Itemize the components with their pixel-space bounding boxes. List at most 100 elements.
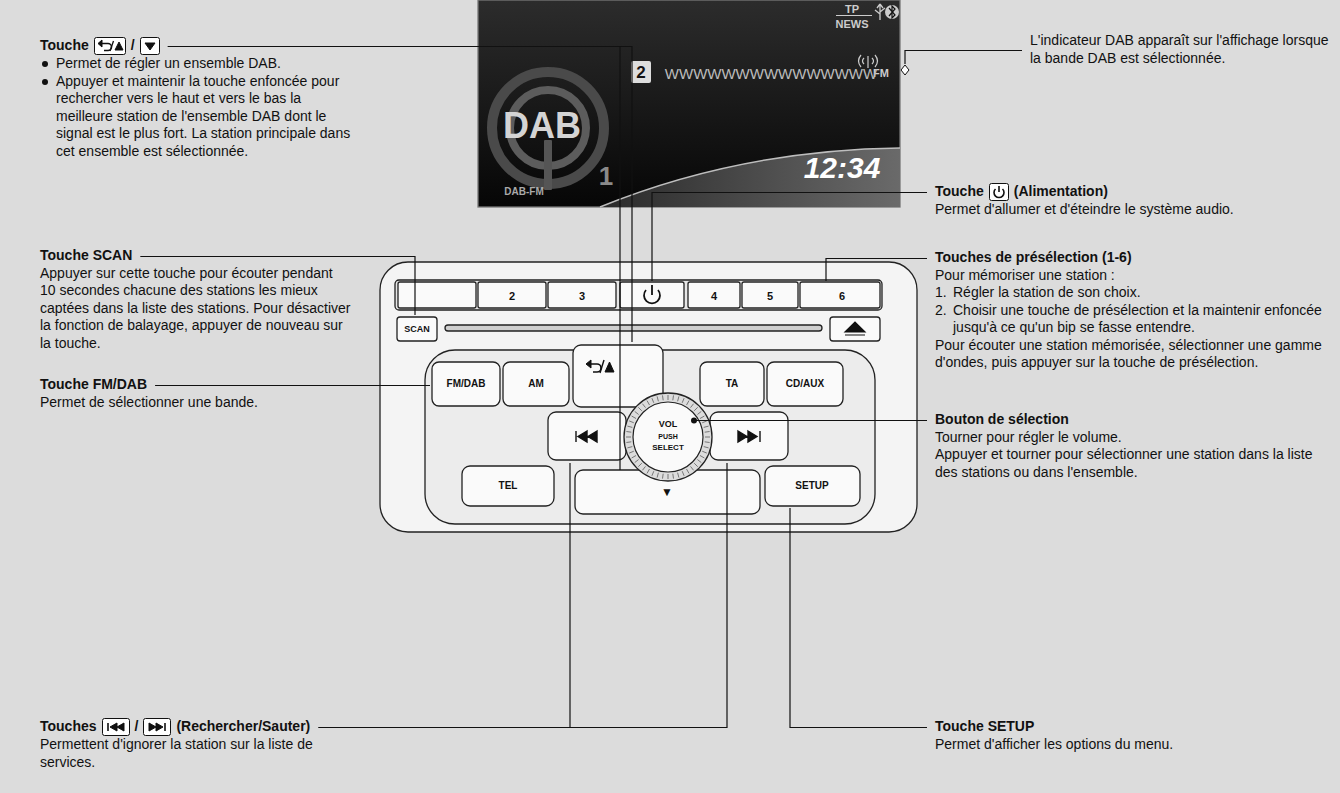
callout: Touche SETUPPermet d'afficher les option… [935, 718, 1330, 753]
dab-icon-mast [544, 140, 552, 190]
step-number: 1. [935, 284, 953, 302]
leader-diamond [901, 65, 909, 75]
preset-button [548, 282, 616, 308]
icon-glyph [145, 43, 155, 50]
icon-glyph [107, 723, 109, 731]
seek-prev-symbol [576, 431, 597, 442]
button-icon [94, 37, 126, 55]
screen-preset-number: 2 [636, 64, 645, 81]
selector-knob [624, 393, 712, 481]
icon-frame [94, 38, 125, 55]
button-label: 6 [839, 291, 845, 302]
cd-slot [445, 325, 822, 331]
callout-heading: / [135, 718, 139, 736]
callout: Touches de présélection (1-6)Pour mémori… [935, 249, 1330, 372]
callout: Touche /Permet de régler un ensemble DAB.… [40, 37, 352, 160]
callout: L'indicateur DAB apparaît sur l'affichag… [1030, 32, 1330, 67]
button-label: FM/DAB [447, 379, 486, 389]
leader-line [619, 47, 620, 471]
bullet-dot [42, 79, 48, 85]
back-arrow-head [586, 360, 591, 368]
callout-heading: (Rechercher/Sauter) [176, 718, 310, 736]
callout-heading: Bouton de sélection [935, 411, 1069, 429]
callout-heading: Touche FM/DAB [40, 376, 147, 394]
callout-heading-row: Touche FM/DAB [40, 376, 352, 394]
button-label: 4 [711, 291, 717, 302]
screen-swoosh [600, 148, 900, 207]
callout-text: Appuyer et maintenir la touche enfoncée … [56, 73, 352, 161]
button-label: 3 [579, 291, 585, 302]
fm-dab-button [432, 362, 500, 406]
icon-glyph [165, 723, 167, 731]
button-icon [102, 718, 130, 736]
icon-frame [989, 184, 1008, 201]
callout: Touche FM/DABPermet de sélectionner une … [40, 376, 352, 411]
button-label: AM [528, 379, 544, 389]
button-label: TEL [499, 481, 518, 491]
icon-glyph [98, 40, 102, 47]
seek-prev-button [548, 412, 626, 460]
icon-glyph [994, 186, 1004, 198]
preset-button [398, 282, 476, 308]
screen-indicator: TP [845, 4, 859, 15]
leader-line [155, 385, 430, 386]
callout-heading: (Alimentation) [1014, 183, 1108, 201]
callout-heading: Touche [40, 37, 89, 55]
tp-rule [836, 15, 872, 16]
button-icon [143, 718, 171, 736]
am-button [503, 362, 569, 406]
screen-ensemble-number: 1 [599, 163, 613, 189]
preset-row [395, 280, 882, 310]
screen-clock: 12:34 [804, 153, 881, 183]
cd-aux-button [767, 362, 843, 406]
preset-button [800, 282, 880, 308]
preset-number-box [631, 61, 651, 83]
callout-text: Permet de sélectionner une bande. [40, 394, 352, 412]
knob-label: PUSH [658, 433, 677, 440]
button-label: TA [726, 379, 739, 389]
button-label: 5 [767, 291, 773, 302]
knob-knurling [626, 395, 710, 479]
callout-text: Permettent d'ignorer la station sur la l… [40, 736, 352, 771]
callout-text: Appuyer sur cette touche pour écouter pe… [40, 265, 352, 353]
screen-station-text: WWWWWWWWWWWWWWW [665, 66, 877, 81]
callout: Bouton de sélectionTourner pour régler l… [935, 411, 1330, 481]
bullet-dot [42, 61, 48, 67]
callout-text: Permet d'afficher les options du menu. [935, 736, 1330, 754]
setup-button [765, 466, 860, 506]
leader-line [826, 259, 927, 282]
seek-next-button [710, 412, 788, 460]
button-label: 2 [509, 291, 515, 302]
numbered-item: 1.Régler la station de son choix. [935, 284, 1330, 302]
usb-icon [875, 4, 885, 20]
knob-label: SELECT [652, 444, 684, 452]
icon-frame [144, 719, 171, 736]
callout-text: Permet de régler un ensemble DAB. [56, 55, 281, 73]
bluetooth-rune [889, 6, 895, 18]
eject-button [830, 317, 880, 341]
icon-frame [102, 719, 129, 736]
callout-heading: Touches [40, 718, 97, 736]
tel-button [462, 466, 554, 506]
callout-text: L'indicateur DAB apparaît sur l'affichag… [1030, 32, 1330, 67]
leader-line [652, 193, 927, 282]
callout-heading-row: Touche(Alimentation) [935, 183, 1330, 201]
icon-glyph [149, 723, 163, 731]
callout-heading: / [131, 37, 135, 55]
callout-text: Appuyer et tourner pour sélectionner une… [935, 446, 1330, 481]
callout-heading: Touche SCAN [40, 247, 132, 265]
callout: Touche(Alimentation)Permet d'allumer et … [935, 183, 1330, 219]
screen-band: DAB-FM [504, 187, 543, 197]
callout-heading-row: Touches de présélection (1-6) [935, 249, 1330, 267]
screen-swoosh-edge [600, 148, 900, 207]
callout-heading-row: Touche / [40, 37, 352, 55]
icon-glyph [110, 41, 114, 51]
screen-dab-logo: DAB [503, 108, 581, 144]
icon-glyph [110, 723, 124, 731]
screen-indicator: NEWS [836, 19, 869, 30]
preset-button [478, 282, 546, 308]
knob-face [633, 402, 703, 472]
icon-frame [140, 38, 159, 55]
slash-symbol [600, 360, 604, 373]
